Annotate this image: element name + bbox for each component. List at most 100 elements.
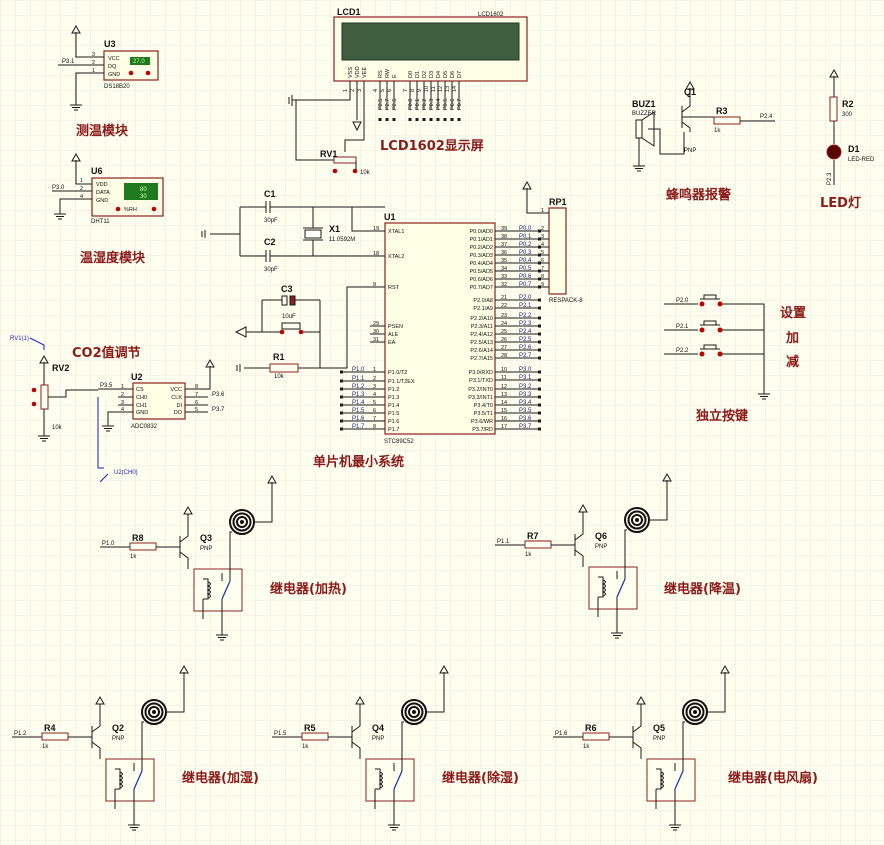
rv2-probe: RV1(1)	[10, 336, 29, 342]
relay-load-coil	[682, 699, 708, 725]
lcd-screen	[341, 22, 520, 61]
u1-net-stub	[538, 229, 541, 233]
lcd-pin-label: VSS	[348, 67, 354, 78]
lcd-net-label: P0.6	[450, 99, 456, 110]
relay-transistor-type: PNP	[372, 736, 384, 742]
u1-pin-label: P0.5/AD5	[469, 269, 493, 275]
lcd-pin-num: 12	[438, 86, 444, 92]
reset-circuit[interactable]: C3 10uF R1 10k	[234, 284, 385, 380]
rv1-ref: RV1	[320, 149, 337, 159]
relay-resistor-value: 1k	[525, 552, 532, 558]
lcd-module[interactable]: LCD1 LCD1602 VSS1VDD2VEE3RS4RW5E6D07D18D…	[333, 7, 528, 121]
r3-value: 1k	[714, 128, 721, 134]
u1-net-stub	[538, 245, 541, 249]
u6-pin-gnd: GND	[96, 198, 108, 204]
u1-pin-label: P3.3/INT1	[468, 395, 493, 401]
u1-right-net: P2.2	[519, 313, 532, 319]
relay-resistor-ref: R6	[585, 723, 597, 733]
u1-net-stub	[538, 403, 541, 407]
u1-pin-label: P3.5/T1	[474, 411, 493, 417]
keys-circuit[interactable]: P2.0P2.1P2.2	[664, 294, 771, 400]
relay-load-coil	[141, 699, 167, 725]
u2-left-label: CS	[136, 387, 144, 393]
u1-net-stub	[538, 348, 541, 352]
r2-value: 300	[842, 112, 853, 118]
u1-net-stub	[538, 411, 541, 415]
relay-transistor-ref: Q5	[653, 723, 665, 733]
u1-pin-num: 34	[501, 266, 507, 272]
u1-right-net: P0.3	[519, 250, 532, 256]
relay-transistor-ref: Q3	[200, 533, 212, 543]
u6-pin-data: DATA	[96, 190, 110, 196]
lcd-pin-num: 2	[350, 89, 356, 92]
u2-model: ADC0832	[131, 424, 158, 430]
relay-box	[365, 758, 415, 802]
u1-net-stub	[538, 269, 541, 273]
u1-left-net: P1.3	[352, 392, 365, 398]
u6-dht11[interactable]: 80 30 %RH U6 DHT11 VDD DATA GND 1 2 4	[80, 166, 164, 225]
lcd-net-label: P0.5	[443, 99, 449, 110]
led-net: P2.3	[827, 172, 833, 185]
u1-pin-label: P0.7/AD7	[469, 285, 493, 291]
u1-pin-label: P0.0/AD0	[469, 229, 493, 235]
u1-pin-num: 36	[501, 250, 507, 256]
u1-pin-label: ALE	[388, 332, 399, 338]
rv2-ref: RV2	[52, 363, 69, 373]
u1-right-net: P3.2	[519, 384, 532, 390]
u6-net: P3.0	[52, 185, 65, 191]
u1-pin-label: P3.4/T0	[474, 403, 493, 409]
u2-right-num: 6	[195, 400, 198, 406]
r3-ref: R3	[716, 106, 728, 116]
u1-pin-num: 13	[501, 392, 507, 398]
lcd-pin-num: 6	[387, 89, 393, 92]
rp1-pin-num: 2	[541, 226, 544, 232]
lcd-pin-label: VEE	[362, 67, 368, 78]
u3-ds18b20[interactable]: 27.0 U3 DS18B20 VCC DQ GND 3 2 1	[92, 39, 159, 90]
relay-load-coil	[401, 699, 427, 725]
u1-pin-label: P2.1/A9	[473, 306, 493, 312]
u1-pin-label: P3.0/RXD	[469, 370, 493, 376]
rv1-pot[interactable]: RV1 10k	[320, 149, 371, 176]
u1-right-net: P0.1	[519, 234, 532, 240]
caption-co2: CO2值调节	[72, 345, 141, 361]
lcd-pin-label: D4	[436, 71, 442, 78]
rp1-pin-num: 4	[541, 242, 544, 248]
relay-box	[105, 758, 155, 802]
u1-ref: U1	[384, 212, 396, 222]
rp1-pin-num: 1	[541, 208, 544, 214]
led-circuit[interactable]: R2 300 D1 LED-RED P2.3	[826, 69, 875, 185]
buzz-model: BUZZER	[632, 111, 657, 117]
caption-key-add: 加	[785, 331, 799, 346]
crystal-circuit[interactable]: C1 30pF C2 30pF X1 11.0592M	[201, 189, 385, 273]
u1-right-net: P2.7	[519, 353, 532, 359]
u1-net-stub	[538, 332, 541, 336]
u1-pin-num: 26	[501, 337, 507, 343]
u2-left-label: GND	[136, 410, 148, 416]
rv2-pot[interactable]: RV2 10k RV1(1) U2(CH0)	[10, 336, 138, 483]
u1-pin-label: XTAL2	[388, 254, 404, 260]
u1-pin-num: 11	[501, 375, 507, 381]
d1-model: LED-RED	[848, 157, 875, 163]
relay-transistor-type: PNP	[112, 736, 124, 742]
caption-keys: 独立按键	[696, 408, 748, 424]
u1-right-net: P3.7	[519, 424, 532, 430]
key-net-label: P2.0	[676, 298, 689, 304]
u1-pin-label: P2.7/A15	[470, 356, 493, 362]
lcd-pin-label: D3	[429, 71, 435, 78]
caption-lcd: LCD1602显示屏	[380, 139, 484, 154]
lcd-net-label: P2.7	[385, 99, 391, 110]
u1-right-net: P0.0	[519, 226, 532, 232]
lcd-net-label: P0.0	[408, 99, 414, 110]
u1-right-net: P3.4	[519, 400, 532, 406]
relay-box	[193, 568, 243, 612]
buzzer-circuit[interactable]: BUZ1 BUZZER Q1 PNP R3 1k P2.4	[632, 81, 775, 172]
u1-net-stub	[538, 298, 541, 302]
